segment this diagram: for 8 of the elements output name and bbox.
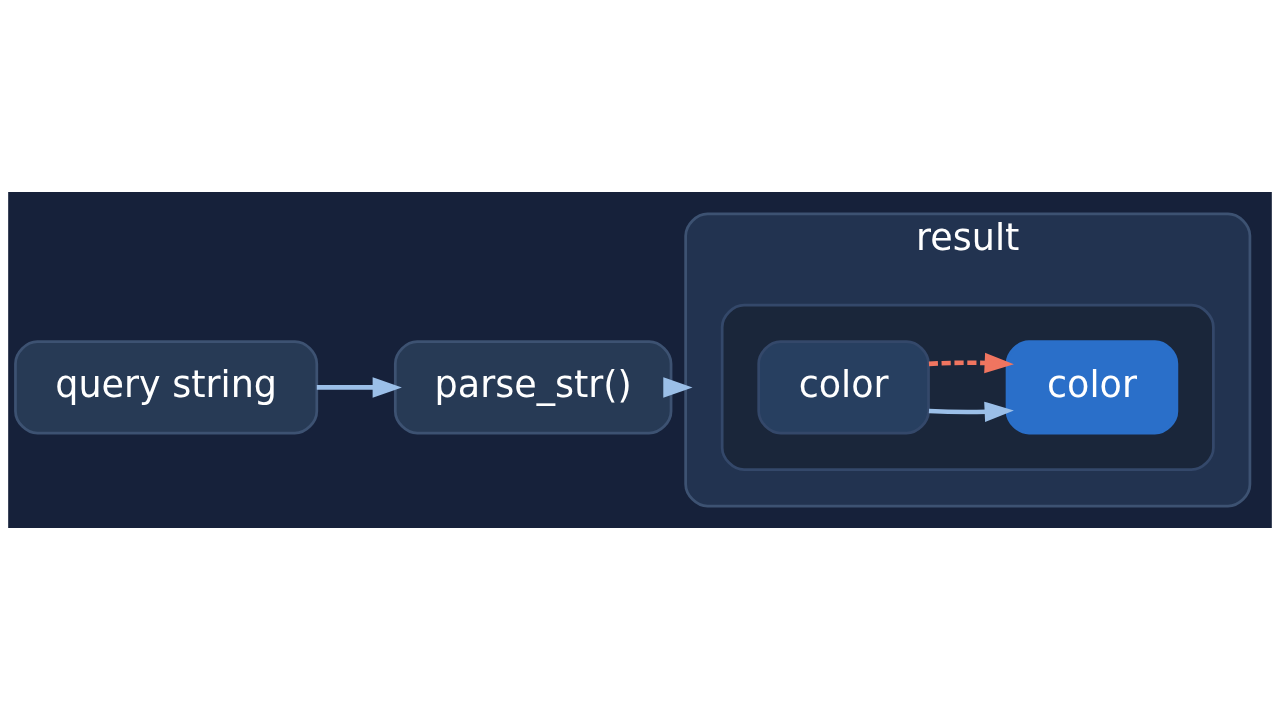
arrow — [928, 401, 1014, 423]
node-box: query string — [14, 340, 319, 435]
arrow — [663, 377, 693, 398]
arrow — [928, 352, 1014, 374]
cluster — [720, 303, 1215, 471]
node-box: color — [1005, 340, 1179, 435]
arrow — [316, 377, 402, 398]
node-box: color — [757, 340, 930, 435]
